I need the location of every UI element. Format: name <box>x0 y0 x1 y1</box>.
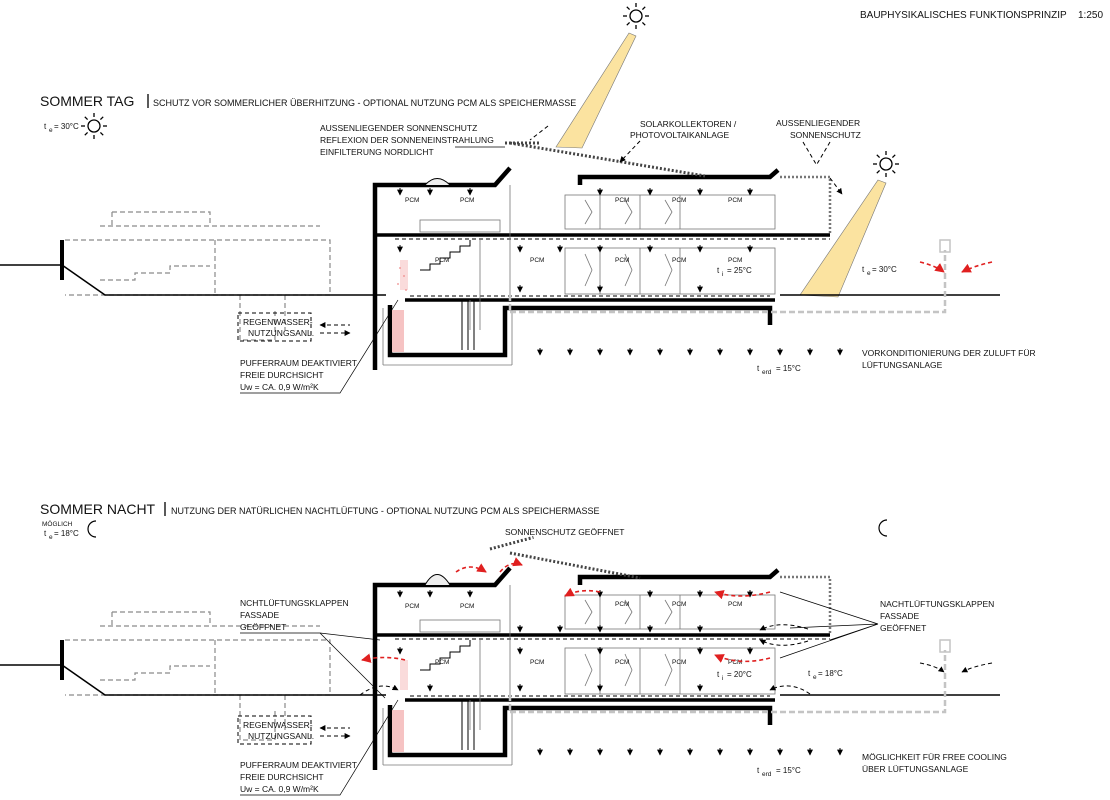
section-subtitle: SCHUTZ VOR SOMMERLICHER ÜBERHITZUNG - OP… <box>153 98 576 108</box>
section-title: SOMMER TAG <box>40 93 134 109</box>
temp-symbol: t <box>44 122 47 131</box>
possible-label: MÖGLICH <box>42 520 73 528</box>
pcm-label: PCM <box>530 257 544 264</box>
section-summer-night: SOMMER NACHT NUTZUNG DER NATÜRLICHEN NAC… <box>0 501 1007 796</box>
temp-symbol-sub: e <box>867 270 871 277</box>
label-rain: NUTZUNGSANL. <box>248 328 314 338</box>
label-flaps-left: NCHTLÜFTUNGSKLAPPEN <box>240 598 349 608</box>
label-free-cooling: MÖGLICHKEIT FÜR FREE COOLING <box>862 752 1007 762</box>
temp-symbol-sub: e <box>49 127 53 134</box>
rainwater-tank <box>237 715 312 745</box>
label-buffer: PUFFERRAUM DEAKTIVIERT <box>240 358 357 368</box>
section-title: SOMMER NACHT <box>40 501 156 517</box>
pcm-label: PCM <box>672 257 686 264</box>
pcm-label: PCM <box>405 603 419 610</box>
label-flaps-right: FASSADE <box>880 611 920 621</box>
temp-symbol: t <box>44 529 47 538</box>
sun-icon <box>622 2 650 30</box>
temp-symbol-sub: i <box>722 675 723 682</box>
header-scale: 1:250 <box>1078 10 1103 21</box>
pcm-label: PCM <box>530 659 544 666</box>
temp-symbol: t <box>717 266 720 275</box>
label-solar: PHOTOVOLTAIKANLAGE <box>630 130 730 140</box>
pcm-label: PCM <box>405 197 419 204</box>
sun-beam <box>799 179 887 298</box>
moon-icon <box>87 520 97 538</box>
pcm-label: PCM <box>615 257 629 264</box>
solar-panel <box>509 551 641 580</box>
section-summer-day: SOMMER TAG SCHUTZ VOR SOMMERLICHER ÜBERH… <box>0 2 1036 394</box>
label-buffer: Uw = CA. 0,9 W/m²K <box>240 382 319 392</box>
temp-symbol-sub: erd <box>762 771 772 778</box>
pcm-label: PCM <box>728 601 742 608</box>
label-flaps-right: NACHTLÜFTUNGSKLAPPEN <box>880 599 994 609</box>
label-rain: REGENWASSER- <box>243 720 313 730</box>
sun-beam <box>555 32 637 149</box>
label-sun-shading: EINFILTERUNG NORDLICHT <box>320 147 434 157</box>
pcm-label: PCM <box>615 659 629 666</box>
sun-icon <box>80 112 108 140</box>
header-title: BAUPHYSIKALISCHES FUNKTIONSPRINZIP <box>860 10 1067 21</box>
temp-symbol: t <box>808 669 811 678</box>
label-flaps-left: FASSADE <box>240 610 280 620</box>
label-precond: VORKONDITIONIERUNG DER ZULUFT FÜR <box>862 348 1036 358</box>
pcm-label: PCM <box>728 659 742 666</box>
sun-icon <box>872 150 900 178</box>
label-rain: REGENWASSER- <box>243 317 313 327</box>
temp-symbol-sub: e <box>49 534 53 541</box>
label-sun-shading: AUSSENLIEGENDER SONNENSCHUTZ <box>320 123 477 133</box>
temp-symbol: t <box>717 670 720 679</box>
temp-outside-right: = 18°C <box>818 669 843 678</box>
pcm-label: PCM <box>460 197 474 204</box>
label-precond: LÜFTUNGSANLAGE <box>862 360 943 370</box>
label-flaps-right: GEÖFFNET <box>880 623 926 633</box>
moon-icon <box>878 519 888 537</box>
pcm-label: PCM <box>615 197 629 204</box>
label-shade-open: SONNENSCHUTZ GEÖFFNET <box>505 527 624 537</box>
solar-panel <box>509 141 706 178</box>
label-free-cooling: ÜBER LÜFTUNGSANLAGE <box>862 764 969 774</box>
temp-outside: = 18°C <box>54 529 79 538</box>
temp-symbol-sub: e <box>813 674 817 681</box>
temp-symbol-sub: erd <box>762 369 772 376</box>
pcm-label: PCM <box>435 257 449 264</box>
temp-inside: = 20°C <box>727 670 752 679</box>
label-buffer: PUFFERRAUM DEAKTIVIERT <box>240 760 357 770</box>
label-solar: SOLARKOLLEKTOREN / <box>640 119 737 129</box>
temp-symbol: t <box>862 265 865 274</box>
label-buffer: FREIE DURCHSICHT <box>240 772 324 782</box>
pcm-label: PCM <box>728 197 742 204</box>
solar-panel <box>489 535 534 551</box>
temp-ground: = 15°C <box>776 364 801 373</box>
label-rain: NUTZUNGSANL. <box>248 731 314 741</box>
label-sun-shading: REFLEXION DER SONNENEINSTRAHLUNG <box>320 135 494 145</box>
label-flaps-left: GEÖFFNET <box>240 622 286 632</box>
pcm-label: PCM <box>435 659 449 666</box>
label-ext-shading: SONNENSCHUTZ <box>790 130 861 140</box>
rainwater-tank <box>237 312 312 342</box>
temp-symbol: t <box>757 766 760 775</box>
temp-outside-right: = 30°C <box>872 265 897 274</box>
label-ext-shading: AUSSENLIEGENDER <box>776 118 860 128</box>
temp-symbol-sub: i <box>722 271 723 278</box>
pcm-label: PCM <box>460 603 474 610</box>
temp-ground: = 15°C <box>776 766 801 775</box>
temp-outside: = 30°C <box>54 122 79 131</box>
pcm-label: PCM <box>615 601 629 608</box>
pcm-label: PCM <box>672 197 686 204</box>
temp-inside: = 25°C <box>727 266 752 275</box>
temp-symbol: t <box>757 364 760 373</box>
label-buffer: FREIE DURCHSICHT <box>240 370 324 380</box>
pcm-label: PCM <box>672 601 686 608</box>
pcm-label: PCM <box>728 257 742 264</box>
section-subtitle: NUTZUNG DER NATÜRLICHEN NACHTLÜFTUNG - O… <box>171 506 600 516</box>
pcm-label: PCM <box>672 659 686 666</box>
label-buffer: Uw = CA. 0,9 W/m²K <box>240 784 319 794</box>
